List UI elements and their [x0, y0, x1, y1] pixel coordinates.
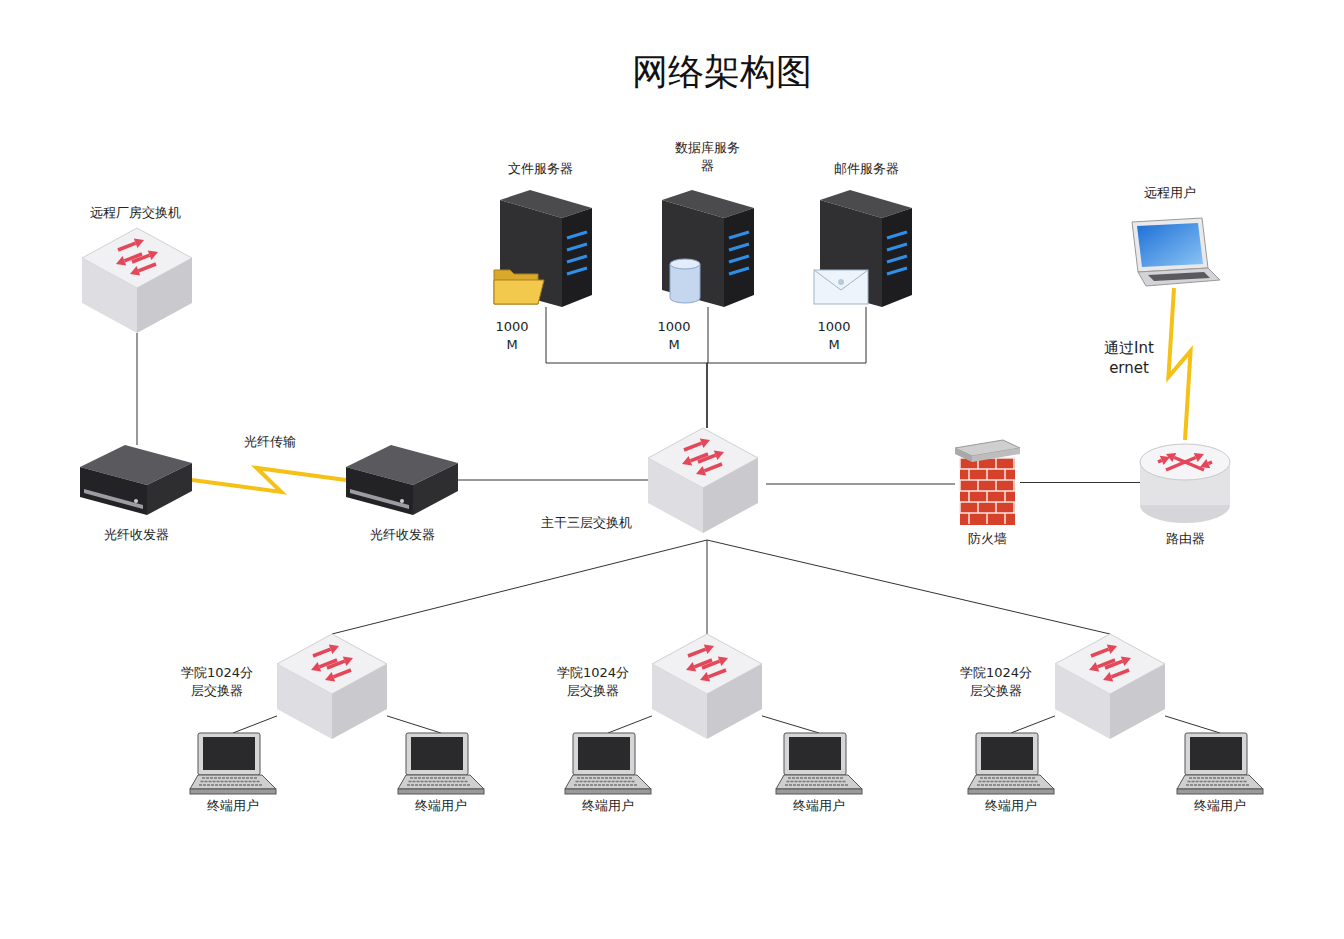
- end-user-laptop-icon: [968, 733, 1054, 795]
- end-user-laptop-icon: [1177, 733, 1263, 795]
- firewall: 防火墙: [955, 440, 1020, 525]
- mail-server: 邮件服务器: [820, 190, 912, 307]
- end-user-laptop: 终端用户: [565, 733, 651, 795]
- router: 路由器: [1140, 440, 1230, 525]
- node-label: 主干三层交换机: [530, 514, 642, 532]
- node-label: 学院1024分层交换器: [176, 664, 258, 700]
- end-user-laptop-icon: [190, 733, 276, 795]
- node-label: 终端用户: [966, 797, 1056, 815]
- node-label: 终端用户: [188, 797, 278, 815]
- node-label: 终端用户: [1175, 797, 1265, 815]
- network-link: [766, 484, 955, 485]
- network-link: [233, 716, 277, 733]
- end-user-laptop: 终端用户: [398, 733, 484, 795]
- node-label: 终端用户: [563, 797, 653, 815]
- fiber-transceiver-icon: [80, 445, 192, 515]
- diagram-title: 网络架构图: [472, 48, 972, 96]
- network-link: [707, 540, 708, 634]
- remote-switch-icon: [82, 228, 192, 333]
- node-label: 文件服务器: [490, 160, 590, 178]
- access-switch: 学院1024分层交换器: [652, 634, 762, 739]
- edge-label: 1000 M: [815, 318, 853, 354]
- network-link: [137, 333, 138, 445]
- file-server: 文件服务器: [500, 190, 592, 307]
- access-switch: 学院1024分层交换器: [277, 634, 387, 739]
- file-server-icon: [500, 190, 592, 307]
- network-link: [1020, 482, 1140, 483]
- network-link: [458, 480, 648, 481]
- edge-label: 1000 M: [493, 318, 531, 354]
- node-label: 远程用户: [1120, 184, 1220, 202]
- network-link: [332, 540, 707, 634]
- network-link: [1011, 716, 1055, 733]
- node-label: 终端用户: [774, 797, 864, 815]
- access-switch-icon: [1055, 634, 1165, 739]
- node-label: 终端用户: [396, 797, 486, 815]
- mail-server-icon: [820, 190, 912, 307]
- lightning-link: [192, 468, 346, 492]
- remote-switch: 远程厂房交换机: [82, 228, 192, 333]
- node-label: 邮件服务器: [816, 160, 916, 178]
- database-server: 数据库服务器: [662, 190, 754, 307]
- node-label: 路由器: [1145, 530, 1225, 548]
- edge-label: 光纤传输: [232, 433, 308, 451]
- network-link: [707, 307, 866, 428]
- access-switch-icon: [277, 634, 387, 739]
- core-switch: 主干三层交换机: [648, 428, 766, 540]
- network-link: [707, 540, 1110, 634]
- network-link: [762, 716, 819, 733]
- node-label: 光纤收发器: [350, 526, 455, 544]
- edge-label: 通过Internet: [1100, 338, 1158, 378]
- firewall-icon: [955, 440, 1020, 525]
- end-user-laptop: 终端用户: [776, 733, 862, 795]
- node-label: 学院1024分层交换器: [552, 664, 634, 700]
- end-user-laptop-icon: [776, 733, 862, 795]
- router-icon: [1140, 440, 1230, 525]
- network-link: [387, 716, 441, 733]
- end-user-laptop-icon: [398, 733, 484, 795]
- node-label: 防火墙: [947, 530, 1027, 548]
- remote-user-laptop-icon: [1128, 218, 1220, 288]
- end-user-laptop: 终端用户: [1177, 733, 1263, 795]
- edge-label: 1000 M: [655, 318, 693, 354]
- access-switch: 学院1024分层交换器: [1055, 634, 1165, 739]
- end-user-laptop: 终端用户: [190, 733, 276, 795]
- network-link: [546, 307, 707, 428]
- end-user-laptop: 终端用户: [968, 733, 1054, 795]
- fiber-transceiver: 光纤收发器: [346, 445, 458, 515]
- lightning-link: [1168, 288, 1190, 440]
- fiber-transceiver: 光纤收发器: [80, 445, 192, 515]
- node-label: 学院1024分层交换器: [955, 664, 1037, 700]
- network-link: [1165, 716, 1220, 733]
- node-label: 光纤收发器: [84, 526, 189, 544]
- network-link: [608, 716, 652, 733]
- core-switch-icon: [648, 428, 766, 540]
- end-user-laptop-icon: [565, 733, 651, 795]
- node-label: 远程厂房交换机: [70, 204, 200, 222]
- access-switch-icon: [652, 634, 762, 739]
- node-label: 数据库服务器: [672, 139, 742, 175]
- fiber-transceiver-icon: [346, 445, 458, 515]
- database-server-icon: [662, 190, 754, 307]
- remote-user-laptop: 远程用户: [1128, 218, 1220, 288]
